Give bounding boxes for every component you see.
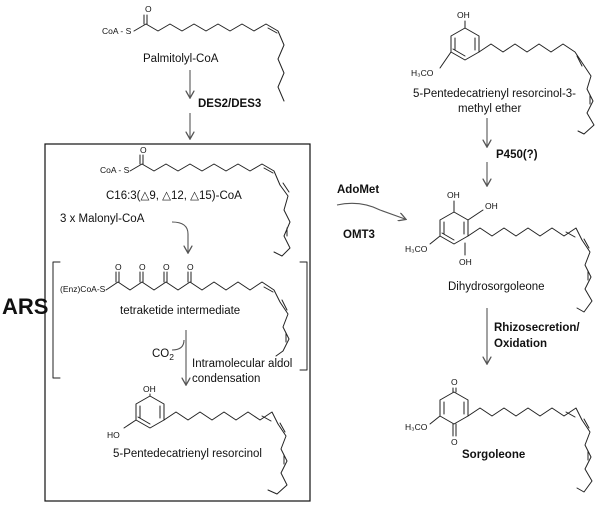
dihydrosorgoleone-label: Dihydrosorgoleone bbox=[448, 281, 545, 293]
c163-coa-label: C16:3(△9, △12, △15)-CoA bbox=[106, 190, 242, 202]
keto-o-1: O bbox=[115, 262, 122, 272]
oh-label-d2: OH bbox=[485, 201, 498, 211]
dihydrosorgoleone-structure: OH OH OH H₃CO bbox=[405, 190, 593, 313]
resorcinol-label: 5-Pentedecatrienyl resorcinol bbox=[113, 448, 262, 460]
aldol-label-line1: Intramolecular aldol bbox=[192, 358, 292, 370]
rhizosecretion-label-line2: Oxidation bbox=[494, 338, 547, 350]
methyl-ether-label-line2: methyl ether bbox=[458, 103, 521, 115]
h3co-label-s: H₃CO bbox=[405, 422, 428, 432]
right-bracket bbox=[299, 261, 308, 371]
keto-o-2: O bbox=[139, 262, 146, 272]
des-enzyme-label: DES2/DES3 bbox=[198, 98, 261, 110]
oh-label-d3: OH bbox=[459, 257, 472, 267]
tetraketide-label: tetraketide intermediate bbox=[120, 305, 240, 317]
h3co-label-m: H₃CO bbox=[411, 68, 434, 78]
adomet-label: AdoMet bbox=[337, 184, 379, 196]
carbonyl-oxygen-label-2: O bbox=[140, 145, 147, 155]
keto-o-3: O bbox=[163, 262, 170, 272]
quinone-o-top: O bbox=[451, 377, 458, 387]
rhizosecretion-label-line1: Rhizosecretion/ bbox=[494, 322, 580, 334]
malonyl-coa-label: 3 x Malonyl-CoA bbox=[60, 213, 145, 225]
methyl-ether-structure: OH H₃CO bbox=[411, 10, 595, 135]
resorcinol-structure: OH HO bbox=[107, 384, 288, 495]
sorgoleone-label: Sorgoleone bbox=[462, 449, 525, 461]
quinone-o-bottom: O bbox=[451, 437, 458, 447]
sorgoleone-structure: O O H₃CO bbox=[405, 377, 593, 493]
carbonyl-oxygen-label: O bbox=[145, 4, 152, 14]
palmitolyl-coa-structure: CoA - S O bbox=[102, 4, 285, 102]
co2-label: CO2 bbox=[152, 348, 174, 362]
oh-label-d1: OH bbox=[447, 190, 460, 200]
h3co-label-d: H₃CO bbox=[405, 244, 428, 254]
enz-coa-s-label: (Enz)CoA-S bbox=[60, 284, 106, 294]
co2-release-curve bbox=[171, 339, 185, 351]
aldol-label-line2: condensation bbox=[192, 373, 260, 385]
c163-coa-structure: CoA - S O bbox=[100, 145, 291, 257]
coa-s-label: CoA - S bbox=[102, 26, 132, 36]
tetraketide-structure: (Enz)CoA-S O O O O bbox=[60, 262, 290, 357]
coa-s-label-2: CoA - S bbox=[100, 165, 130, 175]
omt3-enzyme-label: OMT3 bbox=[343, 229, 375, 241]
left-bracket bbox=[52, 261, 61, 379]
omt3-arrow bbox=[336, 202, 405, 219]
keto-o-4: O bbox=[187, 262, 194, 272]
ho-label-r2: HO bbox=[107, 430, 120, 440]
p450-enzyme-label: P450(?) bbox=[496, 149, 538, 161]
ars-enzyme-box bbox=[44, 143, 311, 502]
palmitolyl-coa-label: Palmitolyl-CoA bbox=[143, 53, 219, 65]
ars-label: ARS bbox=[2, 294, 48, 319]
malonyl-arrow bbox=[171, 221, 188, 252]
methyl-ether-label-line1: 5-Pentedecatrienyl resorcinol-3- bbox=[413, 88, 576, 100]
oh-label-m1: OH bbox=[457, 10, 470, 20]
oh-label-r1: OH bbox=[143, 384, 156, 394]
